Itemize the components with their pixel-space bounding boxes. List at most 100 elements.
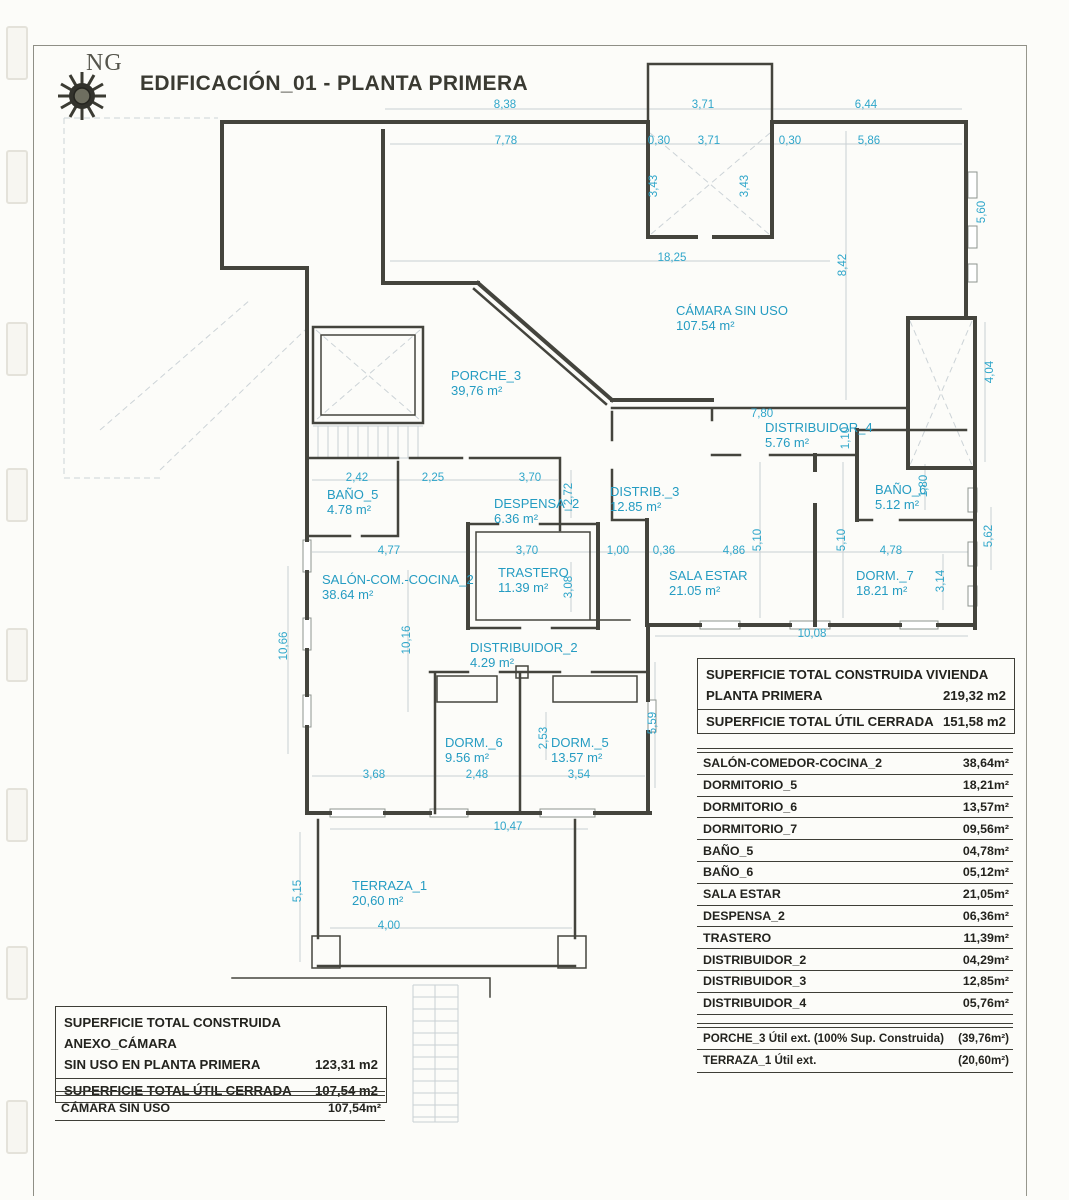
- dimension-label: 3,43: [648, 174, 660, 198]
- anexo-header-sub: SIN USO EN PLANTA PRIMERA: [64, 1057, 261, 1072]
- dimension-label: 2,53: [538, 726, 550, 750]
- binder-hole-mark: [6, 946, 28, 1000]
- anexo-header-title: SUPERFICIE TOTAL CONSTRUIDA ANEXO_CÁMARA: [64, 1015, 281, 1051]
- dimension-label: 1,10: [840, 426, 852, 450]
- dimension-label: 1,00: [606, 545, 630, 557]
- dimension-label: 0,30: [647, 135, 671, 147]
- dimension-label: 4,00: [377, 920, 401, 932]
- dimension-label: 3,43: [739, 174, 751, 198]
- dimension-label: 5,10: [752, 528, 764, 552]
- dimension-label: 5,86: [857, 135, 881, 147]
- vivienda-util-label: SUPERFICIE TOTAL ÚTIL CERRADA: [706, 714, 934, 729]
- binder-hole-mark: [6, 1100, 28, 1154]
- page-border-frame: [33, 45, 1027, 1196]
- dimension-label: 4,86: [722, 545, 746, 557]
- dimension-label: 4,78: [879, 545, 903, 557]
- dimension-label: 3,70: [518, 472, 542, 484]
- vivienda-ext-rows: PORCHE_3 Útil ext. (100% Sup. Construida…: [697, 1028, 1013, 1073]
- vivienda-header-sub: PLANTA PRIMERA: [706, 688, 823, 703]
- dimension-label: 5,60: [976, 200, 988, 224]
- company-logo: NG: [46, 50, 166, 128]
- logo-text: NG: [86, 50, 123, 76]
- table-divider: [56, 1078, 386, 1079]
- compass-star-icon: [58, 72, 106, 120]
- binder-hole-mark: [6, 788, 28, 842]
- dimension-label: 10,47: [493, 821, 523, 833]
- binder-hole-mark: [6, 468, 28, 522]
- dimension-label: 1,80: [918, 474, 930, 498]
- dimension-label: 3,54: [567, 769, 591, 781]
- dimension-label: 10,08: [797, 628, 827, 640]
- vivienda-header-value: 219,32 m2: [942, 688, 1006, 703]
- dimension-label: 18,25: [657, 252, 687, 264]
- dimension-label: 0,30: [778, 135, 802, 147]
- double-rule: [55, 1091, 385, 1096]
- dimension-label: 6,44: [854, 99, 878, 111]
- anexo-header-value: 123,31 m2: [314, 1057, 378, 1072]
- binder-hole-mark: [6, 26, 28, 80]
- dimension-label: 3,14: [935, 569, 947, 593]
- dimension-label: 10,66: [278, 631, 290, 661]
- dimension-label: 8,42: [837, 253, 849, 277]
- drawing-title: EDIFICACIÓN_01 - PLANTA PRIMERA: [140, 72, 529, 95]
- dashed-boundary-lines: [63, 117, 973, 479]
- walls: [220, 62, 977, 998]
- double-rule: [697, 1022, 1013, 1028]
- dimension-label: 5,62: [983, 524, 995, 548]
- anexo-summary-table: SUPERFICIE TOTAL CONSTRUIDA ANEXO_CÁMARA…: [55, 1006, 387, 1103]
- dimension-label: 7,80: [750, 408, 774, 420]
- table-row-terraza-1-util-ext: TERRAZA_1 Útil ext.(20,60m²): [697, 1050, 1013, 1073]
- table-row-porche-3-util-ext-100-sup-construida: PORCHE_3 Útil ext. (100% Sup. Construida…: [697, 1028, 1013, 1051]
- dimension-label: 3,70: [515, 545, 539, 557]
- dimension-label: 5,10: [836, 528, 848, 552]
- binder-hole-mark: [6, 150, 28, 204]
- dimension-label: 2,48: [465, 769, 489, 781]
- dimension-label: 3,68: [362, 769, 386, 781]
- vivienda-util-value: 151,58 m2: [942, 714, 1006, 729]
- anexo-util-value: 107,54 m2: [314, 1083, 378, 1098]
- dimension-label: 0,36: [652, 545, 676, 557]
- guide-lines: [287, 108, 992, 1123]
- dimension-label: 5,59: [647, 711, 659, 735]
- dimension-label: 2,25: [421, 472, 445, 484]
- dimension-label: 8,38: [493, 99, 517, 111]
- table-divider: [698, 709, 1014, 710]
- dimension-label: 3,71: [691, 99, 715, 111]
- dimension-label: 4,04: [984, 360, 996, 384]
- vivienda-header-title: SUPERFICIE TOTAL CONSTRUIDA VIVIENDA: [706, 667, 989, 682]
- dimension-label: 3,08: [563, 575, 575, 599]
- dimension-label: 2,72: [563, 482, 575, 506]
- dimension-label: 4,77: [377, 545, 401, 557]
- anexo-util-label: SUPERFICIE TOTAL ÚTIL CERRADA: [64, 1083, 292, 1098]
- dimension-label: 7,78: [494, 135, 518, 147]
